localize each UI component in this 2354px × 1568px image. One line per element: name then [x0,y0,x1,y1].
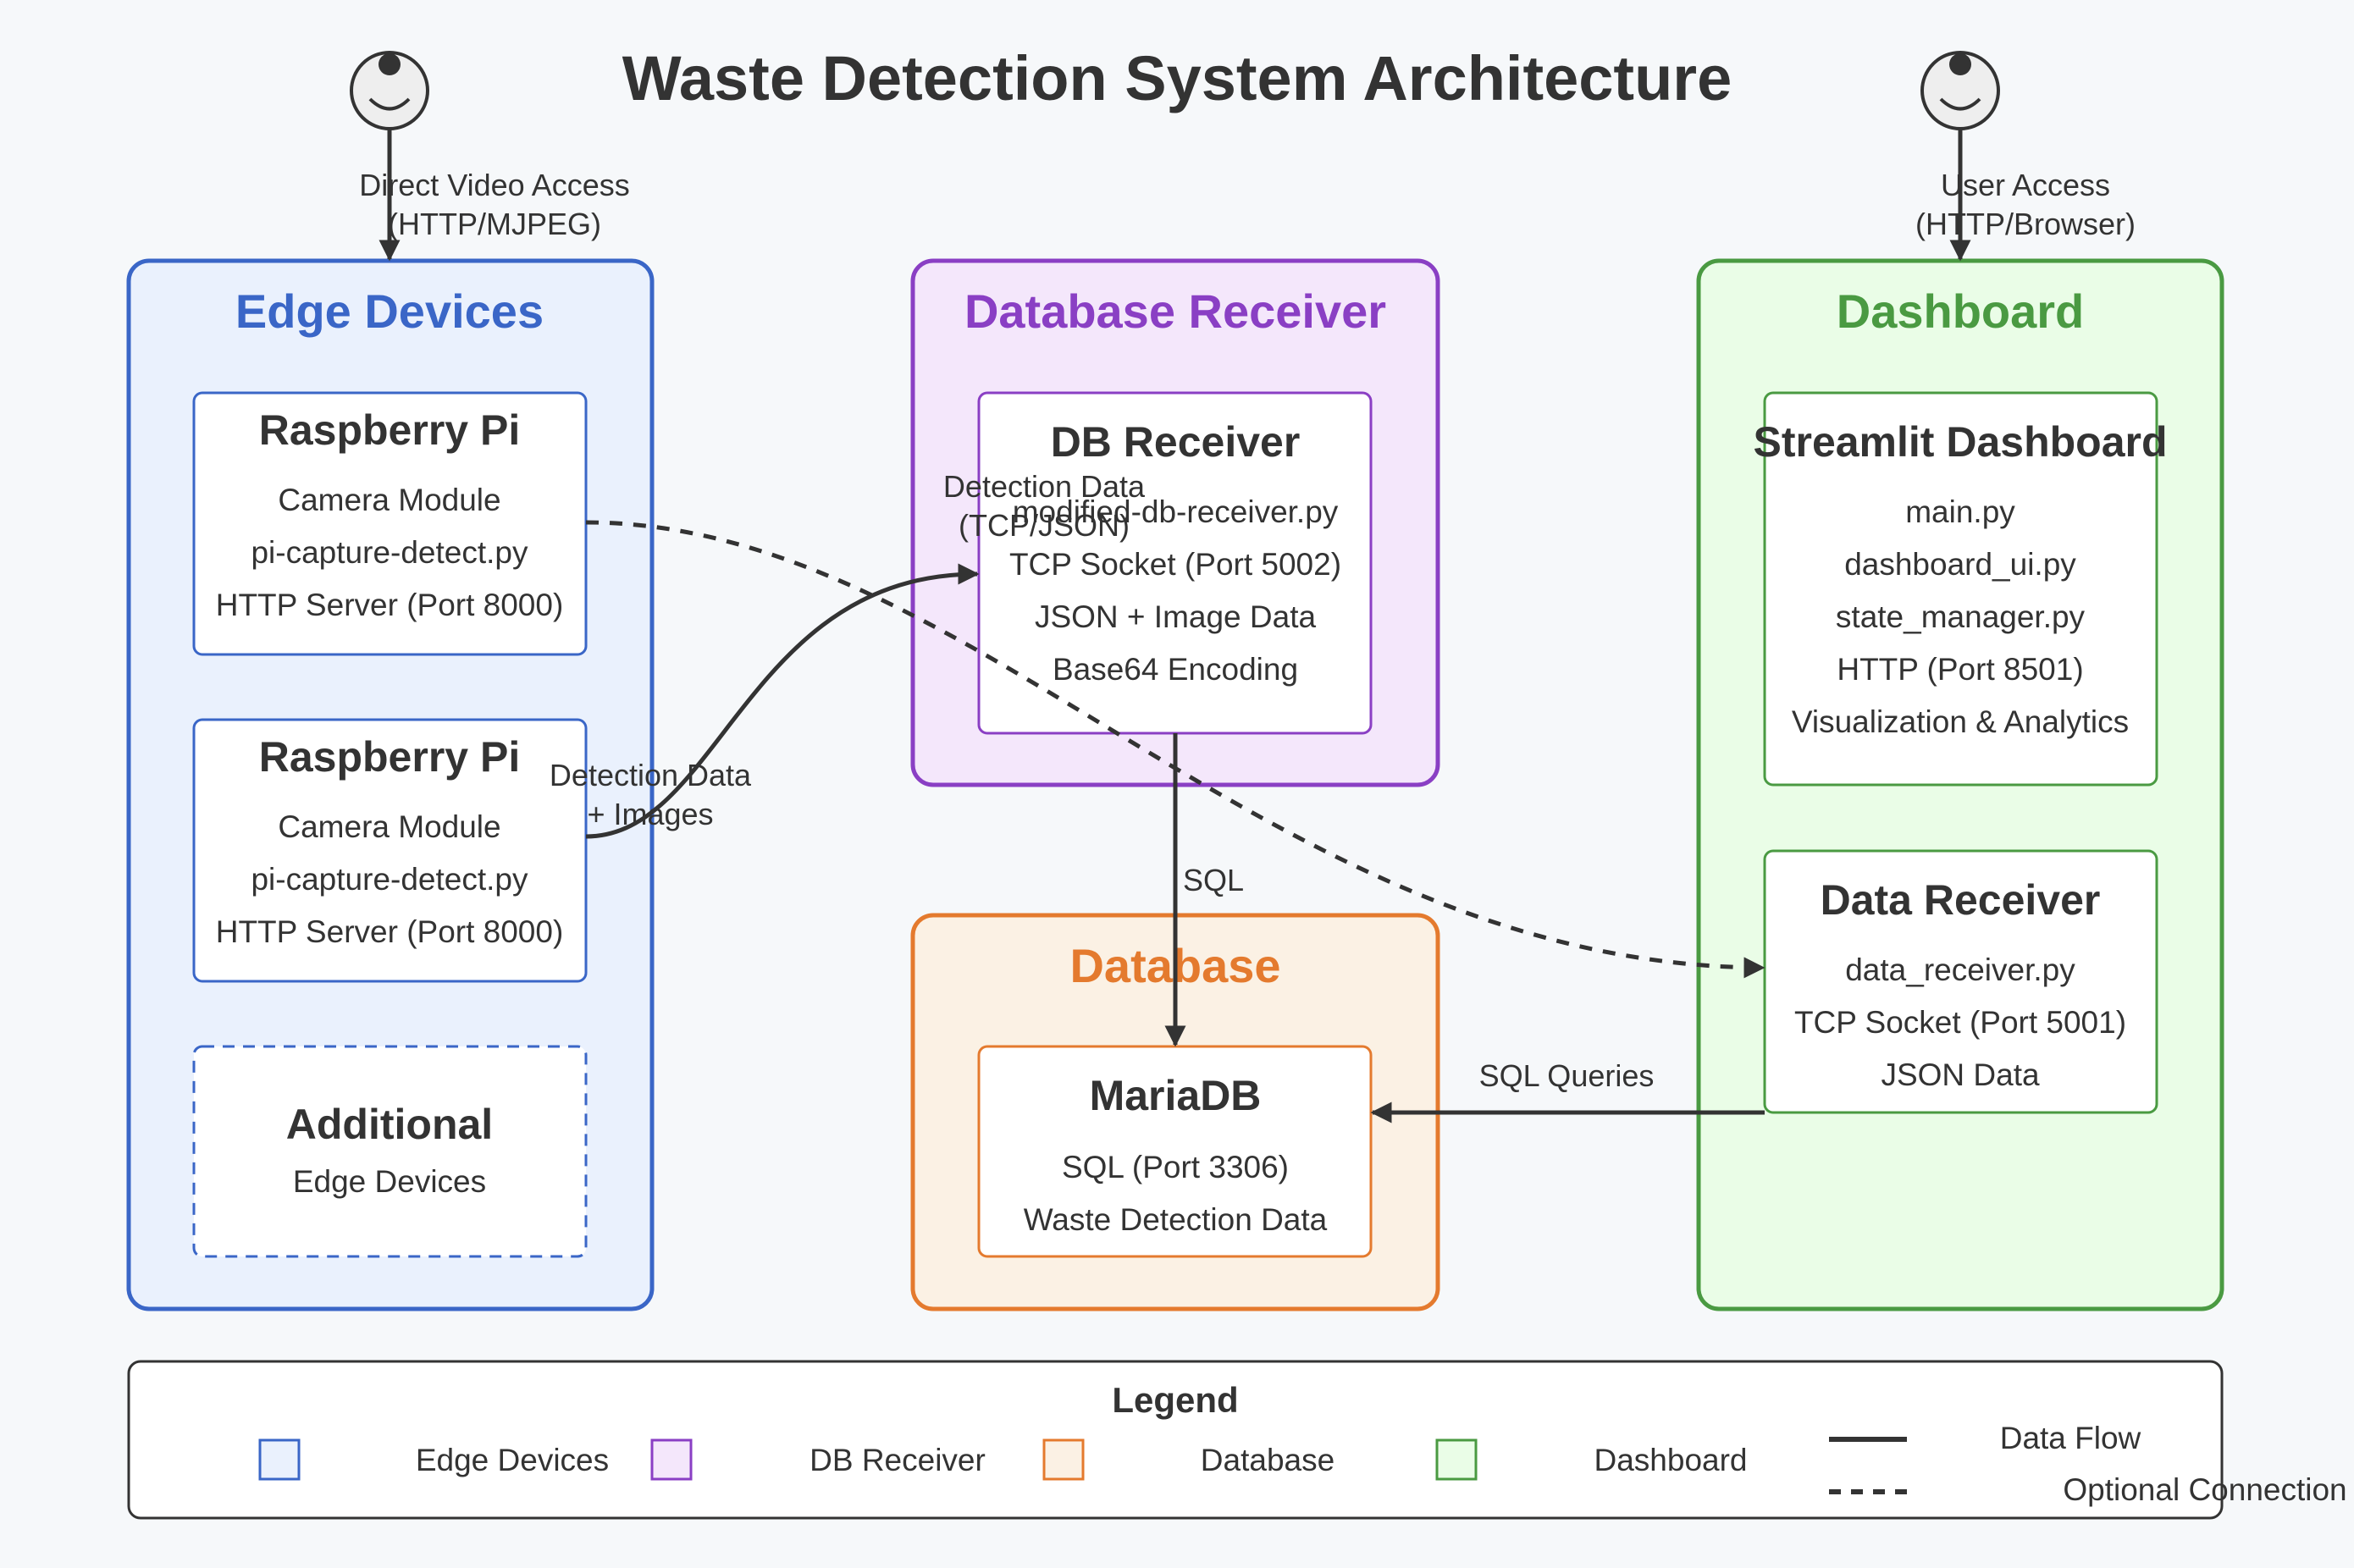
edge-label: (HTTP/MJPEG) [388,207,601,241]
node-line: Base64 Encoding [1053,652,1298,687]
node-line: HTTP (Port 8501) [1837,652,2083,687]
edge-label: (TCP/JSON) [959,508,1130,543]
edge-label: (HTTP/Browser) [1915,207,2136,241]
edge-label: User Access [1941,168,2110,202]
edge-optional-connection: Detection Data (TCP/JSON) [585,469,1766,979]
diagram-title: Waste Detection System Architecture [622,43,1732,113]
legend-swatch-receiver [650,1438,693,1481]
node-line: TCP Socket (Port 5001) [1794,1005,2126,1040]
node-line: pi-capture-detect.py [251,862,528,897]
edge-label: SQL [1183,863,1244,897]
node-title: Streamlit Dashboard [1753,418,2167,466]
legend-swatch-edge [258,1438,301,1481]
node-title: Additional [286,1101,493,1148]
node-streamlit-dashboard: Streamlit Dashboard main.py dashboard_ui… [1753,391,2168,787]
legend: Legend Edge Devices DB Receiver Database… [127,1360,2347,1520]
node-line: data_receiver.py [1845,952,2075,987]
edge-label: Detection Data [550,758,752,792]
node-line: Waste Detection Data [1024,1202,1328,1237]
legend-label: Dashboard [1594,1443,1747,1477]
node-title: DB Receiver [1051,418,1301,466]
node-line: Camera Module [278,483,500,517]
edge-label: Detection Data [943,469,1146,504]
node-data-receiver: Data Receiver data_receiver.py TCP Socke… [1763,849,2158,1114]
legend-label: Optional Connection [2063,1472,2346,1507]
legend-swatch-dashboard [1435,1438,1478,1481]
edge-label: SQL Queries [1479,1058,1655,1093]
node-title: Raspberry Pi [259,406,520,454]
legend-label: Edge Devices [416,1443,609,1477]
node-db-receiver: DB Receiver modified-db-receiver.py TCP … [977,391,1373,735]
user-icon-right [1920,51,2000,130]
edge-label: + Images [587,797,713,831]
node-raspberry-pi-1: Raspberry Pi Camera Module pi-capture-de… [192,391,588,656]
node-title: MariaDB [1090,1072,1262,1119]
edge-detection-images: Detection Data + Images [550,563,980,839]
edge-direct-video-access: Direct Video Access (HTTP/MJPEG) [359,129,630,262]
node-line: JSON + Image Data [1035,599,1317,634]
group-title-database-receiver: Database Receiver [964,284,1386,338]
node-line: modified-db-receiver.py [1013,494,1339,529]
user-icon-left [350,51,429,130]
node-line: TCP Socket (Port 5002) [1009,547,1341,582]
legend-label: Database [1201,1443,1334,1477]
edge-sql: SQL [1164,733,1244,1047]
node-line: Visualization & Analytics [1792,704,2129,739]
node-line: SQL (Port 3306) [1062,1150,1289,1184]
group-title-edge-devices: Edge Devices [235,284,544,338]
legend-label: DB Receiver [810,1443,986,1477]
node-line: main.py [1905,494,2015,529]
node-line: HTTP Server (Port 8000) [216,588,564,622]
group-title-dashboard: Dashboard [1837,284,2085,338]
legend-title: Legend [1112,1380,1238,1420]
edge-label: Direct Video Access [359,168,629,202]
edge-user-access: User Access (HTTP/Browser) [1915,129,2136,262]
node-line: JSON Data [1881,1057,2040,1092]
node-line: Edge Devices [293,1164,486,1199]
edge-sql-queries: SQL Queries [1370,1058,1765,1124]
node-line: HTTP Server (Port 8000) [216,914,564,949]
node-line: state_manager.py [1836,599,2086,634]
node-line: dashboard_ui.py [1844,547,2076,582]
node-line: Camera Module [278,809,500,844]
node-raspberry-pi-2: Raspberry Pi Camera Module pi-capture-de… [192,718,588,983]
node-additional-edge-devices: Additional Edge Devices [192,1045,588,1258]
node-mariadb: MariaDB SQL (Port 3306) Waste Detection … [977,1045,1373,1258]
legend-label: Data Flow [2000,1421,2141,1455]
node-line: pi-capture-detect.py [251,535,528,570]
legend-swatch-database [1042,1438,1085,1481]
node-title: Raspberry Pi [259,733,520,781]
node-title: Data Receiver [1821,876,2101,924]
